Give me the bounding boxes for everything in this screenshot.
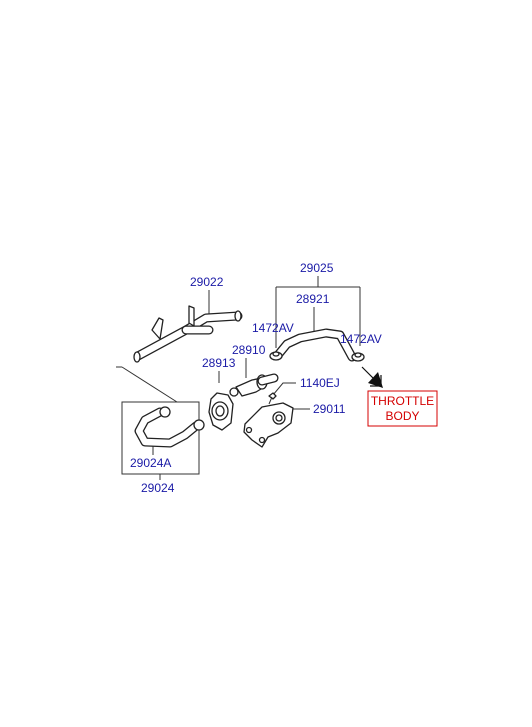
label-29024: 29024: [141, 481, 175, 495]
label-1472av-left: 1472AV: [252, 321, 294, 335]
clamp-1472av-left[interactable]: [269, 351, 283, 361]
bracket-29011[interactable]: [243, 402, 294, 448]
label-28921: 28921: [296, 292, 330, 306]
pipe-29022[interactable]: [133, 305, 243, 363]
label-29022: 29022: [190, 275, 224, 289]
label-28910: 28910: [232, 343, 266, 357]
label-1472av-right: 1472AV: [340, 332, 382, 346]
bracket-28913[interactable]: [208, 392, 234, 431]
label-29011: 29011: [313, 402, 346, 416]
label-29025: 29025: [300, 261, 334, 275]
arrow-head: [368, 372, 383, 388]
hose-28921[interactable]: [273, 328, 357, 362]
valve-28910[interactable]: [229, 373, 279, 397]
bolt-1140ej[interactable]: [268, 392, 277, 405]
leader-lines: [116, 276, 361, 480]
label-28913: 28913: [202, 356, 236, 370]
throttle-body-callout: THROTTLE BODY: [367, 390, 438, 427]
callout-line1: THROTTLE: [371, 394, 434, 408]
label-1140ej: 1140EJ: [300, 376, 340, 390]
callout-box: [367, 390, 438, 427]
group-box-29024: [121, 401, 200, 475]
callout-line2: BODY: [385, 409, 419, 423]
hose-29024a[interactable]: [134, 406, 205, 448]
label-29024a: 29024A: [130, 456, 171, 470]
clamp-1472av-right[interactable]: [351, 352, 365, 362]
